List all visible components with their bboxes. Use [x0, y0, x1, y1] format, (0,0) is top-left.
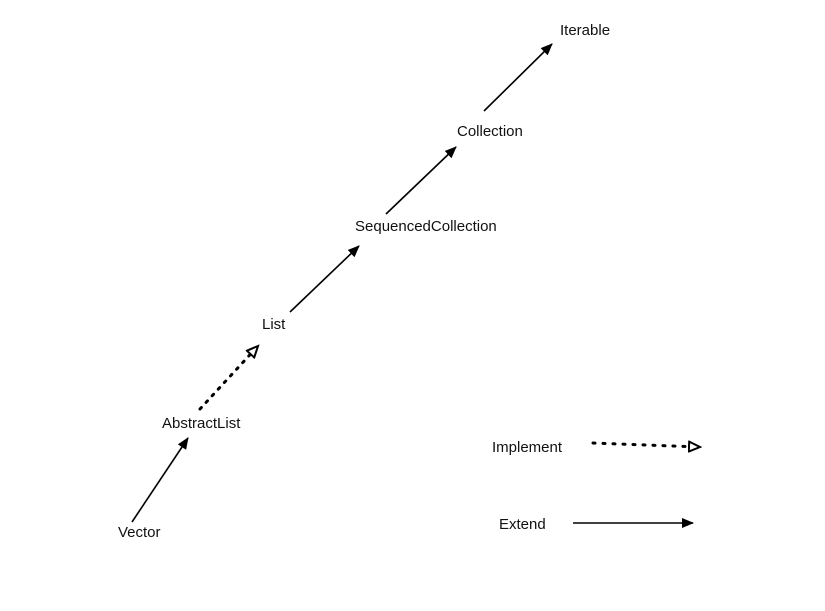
edge-list-to-sequencedcollection [289, 245, 360, 313]
legend-implement-line [591, 443, 700, 447]
edge-collection-to-iterable [483, 43, 553, 112]
edge-sequencedcollection-to-collection [385, 146, 457, 215]
legend: Implement Extend [492, 439, 700, 533]
edge-vector-to-abstractlist [131, 437, 189, 523]
node-sequenced-collection: SequencedCollection [355, 218, 497, 235]
edge-abstractlist-to-list [198, 346, 258, 411]
node-list: List [262, 316, 286, 333]
legend-extend-label: Extend [499, 516, 546, 533]
node-iterable: Iterable [560, 22, 610, 39]
node-vector: Vector [118, 524, 161, 541]
node-abstract-list: AbstractList [162, 415, 241, 432]
legend-implement-label: Implement [492, 439, 563, 456]
node-collection: Collection [457, 123, 523, 140]
